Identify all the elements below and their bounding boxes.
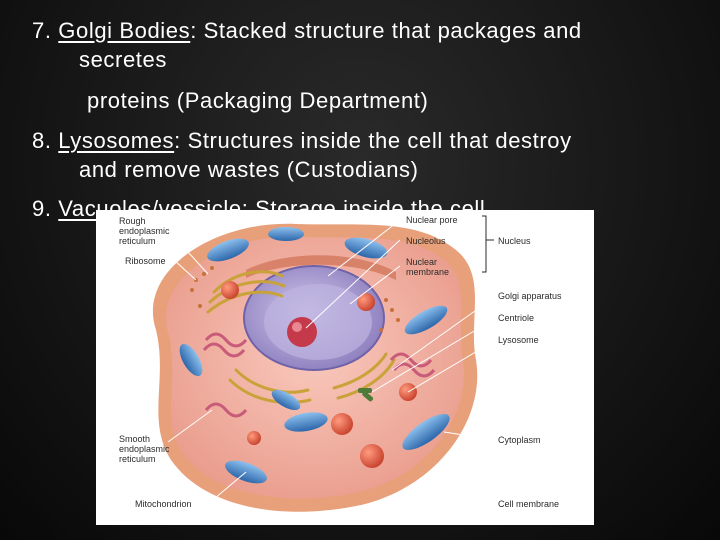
- golgi-apparatus-shape: [206, 270, 396, 404]
- smooth-er-shape: [202, 332, 436, 418]
- item-7-definition: : Stacked structure that packages and: [190, 18, 582, 43]
- label-nuclear-pore: Nuclear pore: [406, 215, 458, 225]
- item-7-line-3: proteins (Packaging Department): [87, 88, 429, 113]
- item-7-line-1: 7. Golgi Bodies: Stacked structure that …: [32, 18, 582, 44]
- item-8-line-1: 8. Lysosomes: Structures inside the cell…: [32, 128, 572, 154]
- item-8-line-2: and remove wastes (Custodians): [79, 157, 419, 182]
- label-ribosome: Ribosome: [125, 256, 166, 266]
- item-7-number: 7.: [32, 18, 52, 43]
- cell-illustration: [152, 215, 497, 512]
- label-golgi: Golgi apparatus: [498, 291, 562, 301]
- label-lysosome: Lysosome: [498, 335, 539, 345]
- cut-face: [246, 255, 396, 280]
- label-cytoplasm: Cytoplasm: [498, 435, 541, 445]
- label-mitochondrion: Mitochondrion: [135, 499, 192, 509]
- item-9-number: 9.: [32, 196, 52, 221]
- leader-lines: [167, 219, 497, 505]
- item-7-term: Golgi Bodies: [58, 18, 191, 43]
- centriole-shape: [358, 388, 374, 402]
- mitochondria-shapes: [179, 227, 450, 484]
- label-centriole: Centriole: [498, 313, 535, 323]
- item-8-term: Lysosomes: [58, 128, 175, 153]
- label-nucleolus: Nucleolus: [406, 236, 446, 246]
- item-8-definition: : Structures inside the cell that destro…: [174, 128, 572, 153]
- item-7-line-2: secretes: [79, 47, 167, 72]
- item-8-number: 8.: [32, 128, 52, 153]
- nucleus-bracket: [482, 215, 494, 273]
- label-cell-membrane: Cell membrane: [498, 499, 560, 509]
- label-nucleus: Nucleus: [498, 236, 531, 246]
